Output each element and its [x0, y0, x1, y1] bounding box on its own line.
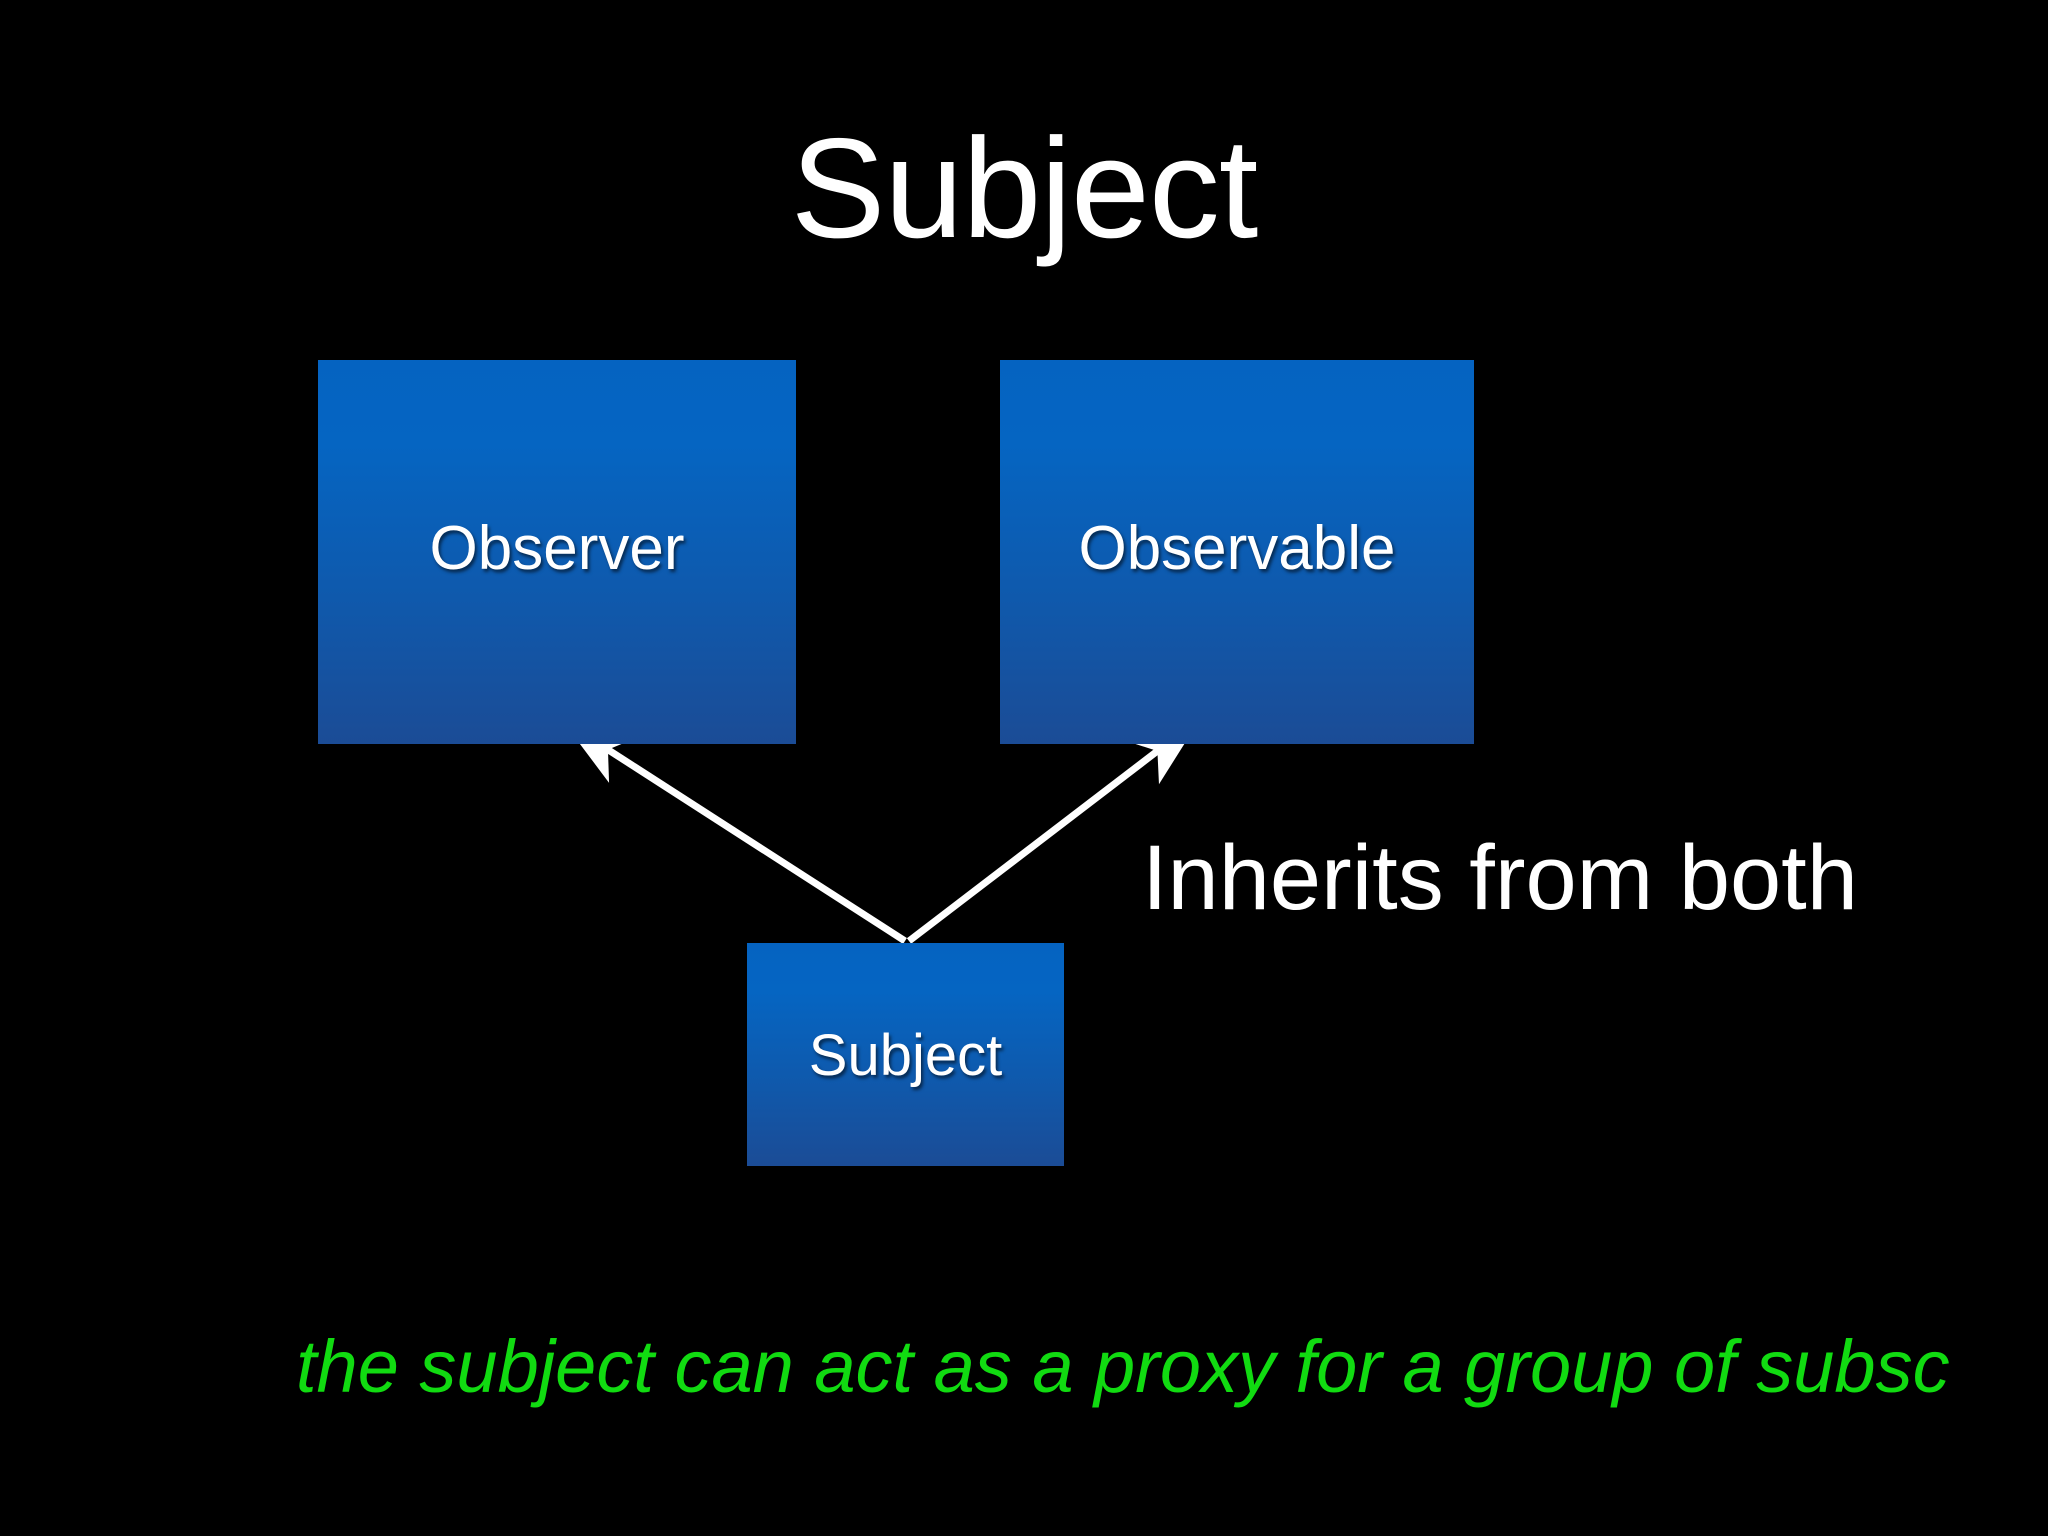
class-box-observer-label: Observer [429, 514, 685, 584]
page-title: Subject [790, 109, 1259, 268]
class-box-observable-label: Observable [1078, 514, 1396, 584]
caption-annotation: the subject can act as a proxy for a gro… [296, 1325, 1950, 1408]
class-box-observable[interactable]: Observable [1000, 360, 1474, 744]
connector-subject-to-observer [562, 719, 907, 944]
class-box-subject[interactable]: Subject [747, 943, 1064, 1166]
class-box-observer[interactable]: Observer [318, 360, 796, 744]
inherits-annotation: Inherits from both [1142, 827, 1858, 929]
class-box-subject-label: Subject [808, 1023, 1003, 1089]
